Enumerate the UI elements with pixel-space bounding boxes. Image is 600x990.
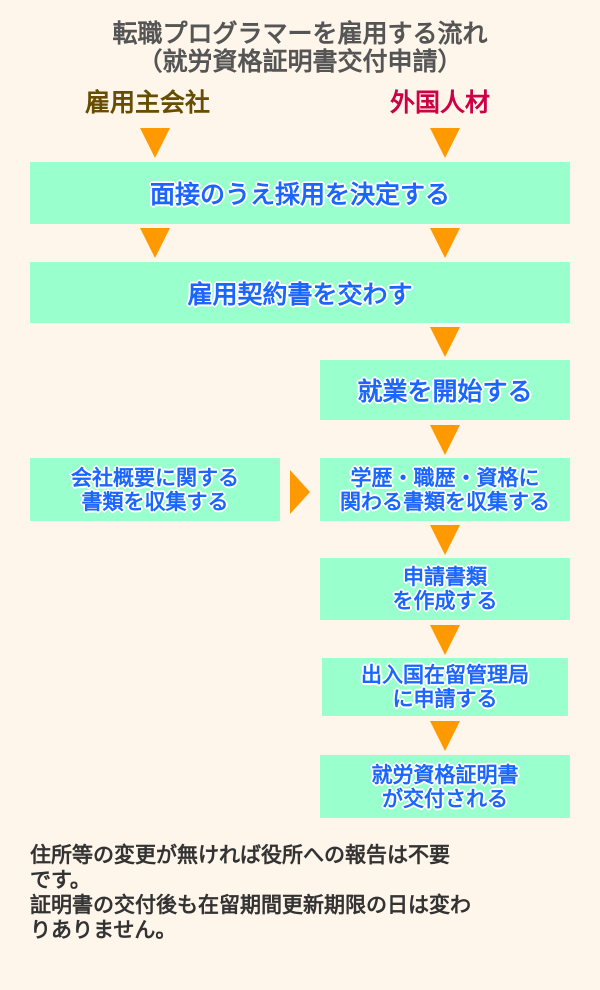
step-text: 面接のうえ採用を決定する bbox=[149, 180, 450, 209]
arrow-down-icon bbox=[140, 228, 170, 258]
step-decide-hire: 面接のうえ採用を決定する bbox=[30, 162, 570, 224]
step-text: 学歴・職歴・資格に bbox=[350, 465, 540, 490]
employer-label: 雇用主会社 bbox=[85, 88, 211, 117]
step-contract: 雇用契約書を交わす bbox=[30, 262, 570, 323]
arrow-down-icon bbox=[430, 128, 460, 158]
note-line: 住所等の変更が無ければ役所への報告は不要 bbox=[30, 843, 450, 867]
step-text: 雇用契約書を交わす bbox=[187, 279, 413, 309]
arrow-down-icon bbox=[430, 721, 460, 751]
step-text: が交付される bbox=[382, 786, 508, 811]
foreigner-label: 外国人材 bbox=[390, 88, 491, 117]
step-personal-docs: 学歴・職歴・資格に 関わる書類を収集する bbox=[320, 458, 570, 521]
step-text: を作成する bbox=[392, 589, 498, 613]
arrow-down-icon bbox=[140, 128, 170, 158]
arrow-down-icon bbox=[430, 425, 460, 455]
step-text: 出入国在留管理局 bbox=[361, 663, 529, 687]
note-line: です。 bbox=[30, 868, 91, 892]
notes: 住所等の変更が無ければ役所への報告は不要 です。 証明書の交付後も在留期間更新期… bbox=[30, 843, 570, 943]
note-line: 証明書の交付後も在留期間更新期限の日は変わ bbox=[30, 893, 471, 917]
title-line-1: 転職プログラマーを雇用する流れ bbox=[112, 19, 488, 48]
title-line-2: （就労資格証明書交付申請） bbox=[137, 47, 463, 76]
step-start-work: 就業を開始する bbox=[320, 360, 570, 420]
step-text: に申請する bbox=[392, 687, 498, 711]
arrow-down-icon bbox=[430, 228, 460, 258]
arrow-down-icon bbox=[430, 525, 460, 555]
arrow-down-icon bbox=[430, 327, 460, 357]
step-text: 就業を開始する bbox=[357, 377, 533, 406]
step-certificate-issued: 就労資格証明書 が交付される bbox=[320, 755, 570, 818]
arrow-right-icon bbox=[290, 470, 310, 514]
note-line: りありません。 bbox=[30, 918, 177, 942]
step-apply-immigration: 出入国在留管理局 に申請する bbox=[322, 658, 568, 716]
step-text: 書類を収集する bbox=[81, 489, 229, 514]
step-create-application: 申請書類 を作成する bbox=[320, 558, 570, 620]
step-company-docs: 会社概要に関する 書類を収集する bbox=[30, 458, 280, 521]
arrow-down-icon bbox=[430, 625, 460, 655]
step-text: 申請書類 bbox=[403, 565, 487, 589]
step-text: 関わる書類を収集する bbox=[340, 489, 550, 514]
step-text: 就労資格証明書 bbox=[371, 762, 519, 787]
step-text: 会社概要に関する bbox=[71, 465, 239, 490]
